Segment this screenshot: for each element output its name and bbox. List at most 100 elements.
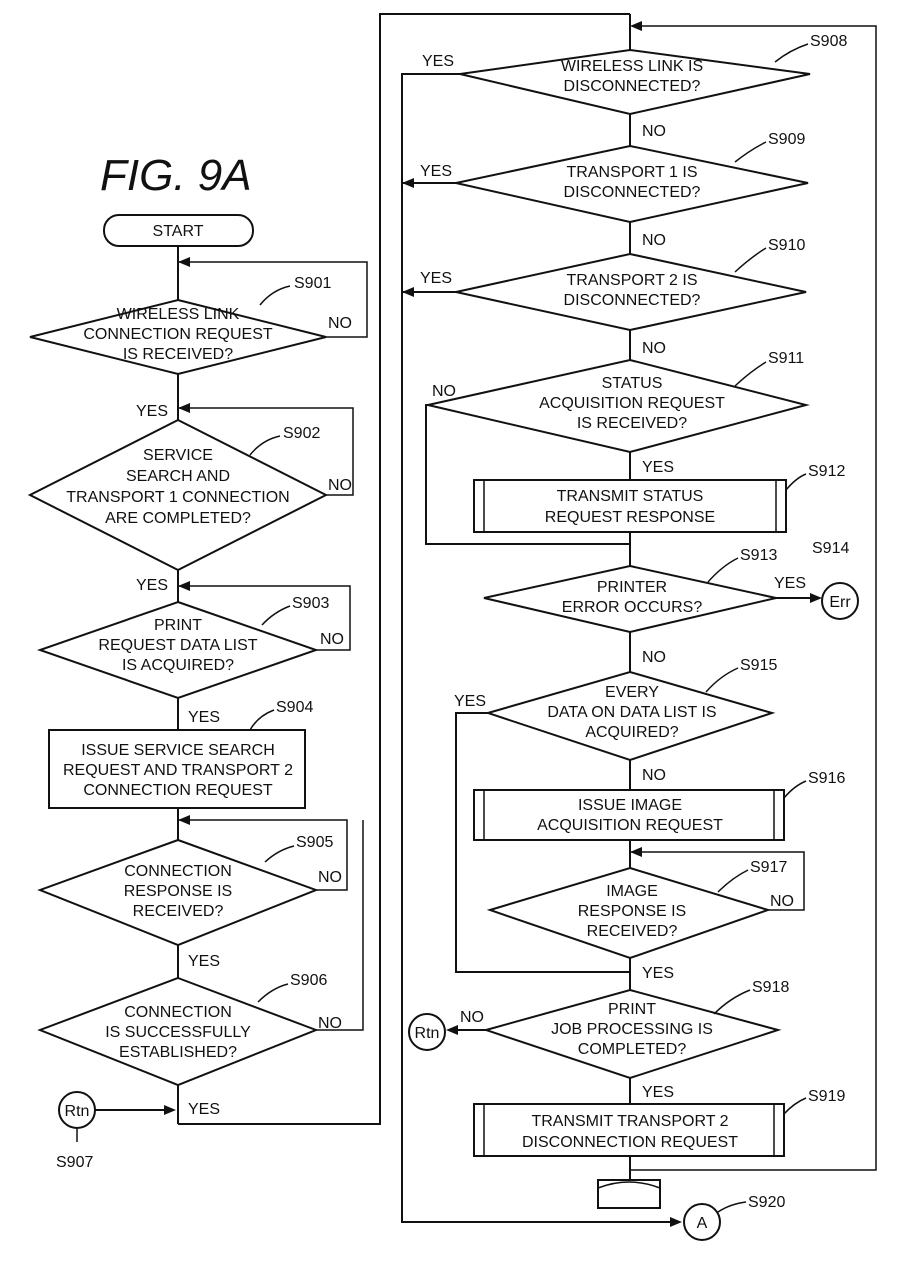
s917-line-3: RECEIVED?: [587, 923, 678, 940]
s906-yes-label: YES: [188, 1101, 220, 1118]
s905-no-label: NO: [318, 869, 342, 886]
s902-leader: [250, 436, 280, 455]
s920-step-id: S920: [748, 1194, 785, 1211]
s918-line-3: COMPLETED?: [578, 1041, 687, 1058]
s913-yes-label: YES: [774, 575, 806, 592]
s918-step-id: S918: [752, 979, 789, 996]
s903-line-1: PRINT: [154, 617, 202, 634]
s914-step-id: S914: [812, 540, 849, 557]
arrowhead: [178, 257, 190, 267]
s901-leader: [260, 286, 290, 305]
s912-leader: [786, 474, 806, 490]
s911-line-3: IS RECEIVED?: [577, 415, 687, 432]
s903-no-label: NO: [320, 631, 344, 648]
s916-step-id: S916: [808, 770, 845, 787]
s919-step-id: S919: [808, 1088, 845, 1105]
arrowhead: [178, 581, 190, 591]
s903-line-3: IS ACQUIRED?: [122, 657, 234, 674]
s916-line-1: ISSUE IMAGE: [578, 797, 682, 814]
s918-yes-label: YES: [642, 1084, 674, 1101]
s909-line-1: TRANSPORT 1 IS: [567, 164, 698, 181]
s911-line-2: ACQUISITION REQUEST: [539, 395, 725, 412]
s915-step-id: S915: [740, 657, 777, 674]
s917-leader: [718, 870, 748, 892]
arrowhead: [446, 1025, 458, 1035]
s911-leader: [735, 362, 766, 386]
s901-line-1: WIRELESS LINK: [117, 306, 240, 323]
s908-leader: [775, 44, 808, 62]
s917-step-id: S917: [750, 859, 787, 876]
s918-line-2: JOB PROCESSING IS: [551, 1021, 713, 1038]
s911-no-label: NO: [432, 383, 456, 400]
s905-line-2: RESPONSE IS: [124, 883, 232, 900]
s917-no-label: NO: [770, 893, 794, 910]
s916-line-2: ACQUISITION REQUEST: [537, 817, 723, 834]
s910-step-id: S910: [768, 237, 805, 254]
s915-leader: [706, 668, 738, 692]
s902-line-2: SEARCH AND: [126, 468, 230, 485]
start-label: START: [153, 223, 204, 240]
s919-line-2: DISCONNECTION REQUEST: [522, 1134, 738, 1151]
s911-step-id: S911: [768, 350, 804, 367]
s905-line-1: CONNECTION: [124, 863, 232, 880]
arrowhead: [630, 21, 642, 31]
s917-line-2: RESPONSE IS: [578, 903, 686, 920]
s908-no-label: NO: [642, 123, 666, 140]
s903-yes-label: YES: [188, 709, 220, 726]
s913-line-1: PRINTER: [597, 579, 667, 596]
s905-leader: [265, 846, 294, 862]
arrowhead: [402, 287, 414, 297]
arrowhead: [178, 403, 190, 413]
s915-line-1: EVERY: [605, 684, 659, 701]
arrowhead: [810, 593, 822, 603]
s901-step-id: S901: [294, 275, 331, 292]
s910-yes-label: YES: [420, 270, 452, 287]
s911-line-1: STATUS: [602, 375, 663, 392]
s913-line-2: ERROR OCCURS?: [562, 599, 703, 616]
s906-no-loop: [316, 820, 363, 1030]
s907-step-id: S907: [56, 1154, 93, 1171]
s919-leader: [784, 1098, 806, 1114]
s902-no-label: NO: [328, 477, 352, 494]
s910-line-2: DISCONNECTED?: [564, 292, 701, 309]
s909-no-label: NO: [642, 232, 666, 249]
s904-step-id: S904: [276, 699, 313, 716]
s902-line-1: SERVICE: [143, 447, 213, 464]
s908-line-1: WIRELESS LINK IS: [561, 58, 703, 75]
s905-step-id: S905: [296, 834, 333, 851]
s918-leader: [714, 990, 750, 1014]
s901-line-2: CONNECTION REQUEST: [83, 326, 273, 343]
s913-step-id: S913: [740, 547, 777, 564]
s902-step-id: S902: [283, 425, 320, 442]
s915-line-3: ACQUIRED?: [585, 724, 678, 741]
s904-line-1: ISSUE SERVICE SEARCH: [81, 742, 275, 759]
figure-title: FIG. 9A: [100, 151, 252, 200]
rtn-connector-label: Rtn: [415, 1025, 440, 1042]
s908-step-id: S908: [810, 33, 847, 50]
s912-line-2: REQUEST RESPONSE: [545, 509, 715, 526]
s902-yes-label: YES: [136, 577, 168, 594]
s910-line-1: TRANSPORT 2 IS: [567, 272, 698, 289]
s902-line-3: TRANSPORT 1 CONNECTION: [66, 489, 289, 506]
s908-yes-label: YES: [422, 53, 454, 70]
arrowhead: [164, 1105, 176, 1115]
s915-yes-label: YES: [454, 693, 486, 710]
s901-yes-label: YES: [136, 403, 168, 420]
s902-line-4: ARE COMPLETED?: [105, 510, 251, 527]
s905-line-3: RECEIVED?: [133, 903, 224, 920]
s913-no-label: NO: [642, 649, 666, 666]
arrowhead: [178, 815, 190, 825]
s910-no-label: NO: [642, 340, 666, 357]
s919-line-1: TRANSMIT TRANSPORT 2: [531, 1113, 728, 1130]
arrowhead: [630, 847, 642, 857]
s912-line-1: TRANSMIT STATUS: [557, 488, 704, 505]
s914-connector-label: Err: [829, 594, 851, 611]
s915-no-label: NO: [642, 767, 666, 784]
s905-yes-label: YES: [188, 953, 220, 970]
s909-leader: [735, 142, 766, 162]
s908-line-2: DISCONNECTED?: [564, 78, 701, 95]
s912-step-id: S912: [808, 463, 845, 480]
arrowhead: [670, 1217, 682, 1227]
s906-leader: [258, 984, 288, 1002]
